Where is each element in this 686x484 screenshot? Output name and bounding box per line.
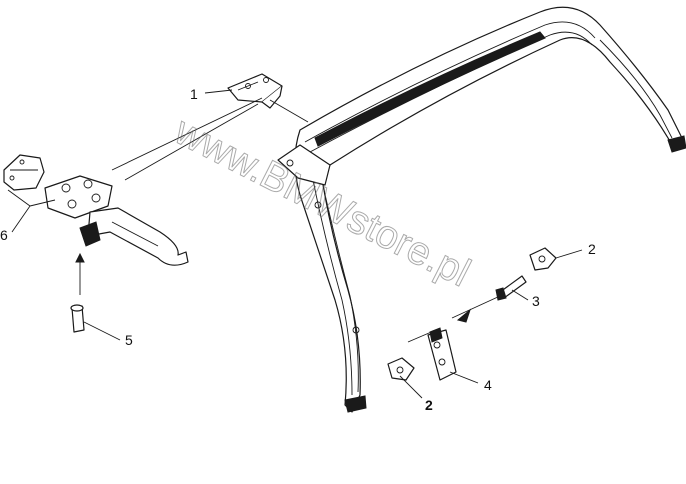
leader-1-long-a bbox=[111, 97, 263, 171]
part-2-clip-upper bbox=[529, 247, 557, 271]
frame-bolt-2 bbox=[314, 201, 322, 209]
callout-6: 6 bbox=[0, 227, 8, 243]
part-6-hinge-plate bbox=[44, 175, 113, 219]
callout-2-upper: 2 bbox=[588, 241, 596, 257]
leader-axis bbox=[451, 295, 501, 319]
part-2-clip-lower bbox=[387, 357, 415, 381]
part-5-pin bbox=[70, 252, 85, 333]
frame-bolt-1 bbox=[286, 159, 294, 167]
leader-2a bbox=[555, 249, 583, 259]
leader-2b bbox=[399, 375, 423, 399]
leader-5 bbox=[83, 321, 121, 341]
callout-4: 4 bbox=[484, 377, 492, 393]
roll-bar-frame bbox=[277, 6, 686, 413]
frame-right-foot bbox=[667, 135, 686, 153]
callout-2-lower: 2 bbox=[425, 397, 433, 413]
callout-5: 5 bbox=[125, 332, 133, 348]
arrow-axis bbox=[456, 308, 472, 323]
part-4-hinge-plate bbox=[427, 327, 457, 381]
leader-3 bbox=[511, 289, 529, 301]
frame-left-leg bbox=[311, 174, 353, 396]
leader-lines bbox=[7, 89, 583, 399]
frame-corner-bracket bbox=[277, 144, 331, 186]
leader-4 bbox=[449, 371, 479, 384]
frame-right-leg bbox=[599, 39, 673, 139]
callout-3: 3 bbox=[532, 293, 540, 309]
frame-stripe-1 bbox=[304, 21, 596, 143]
frame-stripe-dark bbox=[314, 31, 546, 147]
callout-1: 1 bbox=[190, 86, 198, 102]
part-1-bracket bbox=[227, 73, 283, 109]
frame-left-leg-2 bbox=[319, 171, 359, 393]
leader-assembly bbox=[407, 329, 437, 343]
leader-1-long-b bbox=[269, 99, 309, 123]
leader-1-long-c bbox=[124, 103, 259, 181]
part-6-left-bracket bbox=[3, 154, 45, 191]
leader-1 bbox=[204, 89, 233, 94]
latch-lever bbox=[79, 207, 189, 266]
frame-left-foot bbox=[344, 395, 367, 413]
leader-6b bbox=[29, 199, 56, 207]
leader-6a bbox=[7, 189, 31, 233]
frame-bolt-3 bbox=[352, 326, 360, 334]
